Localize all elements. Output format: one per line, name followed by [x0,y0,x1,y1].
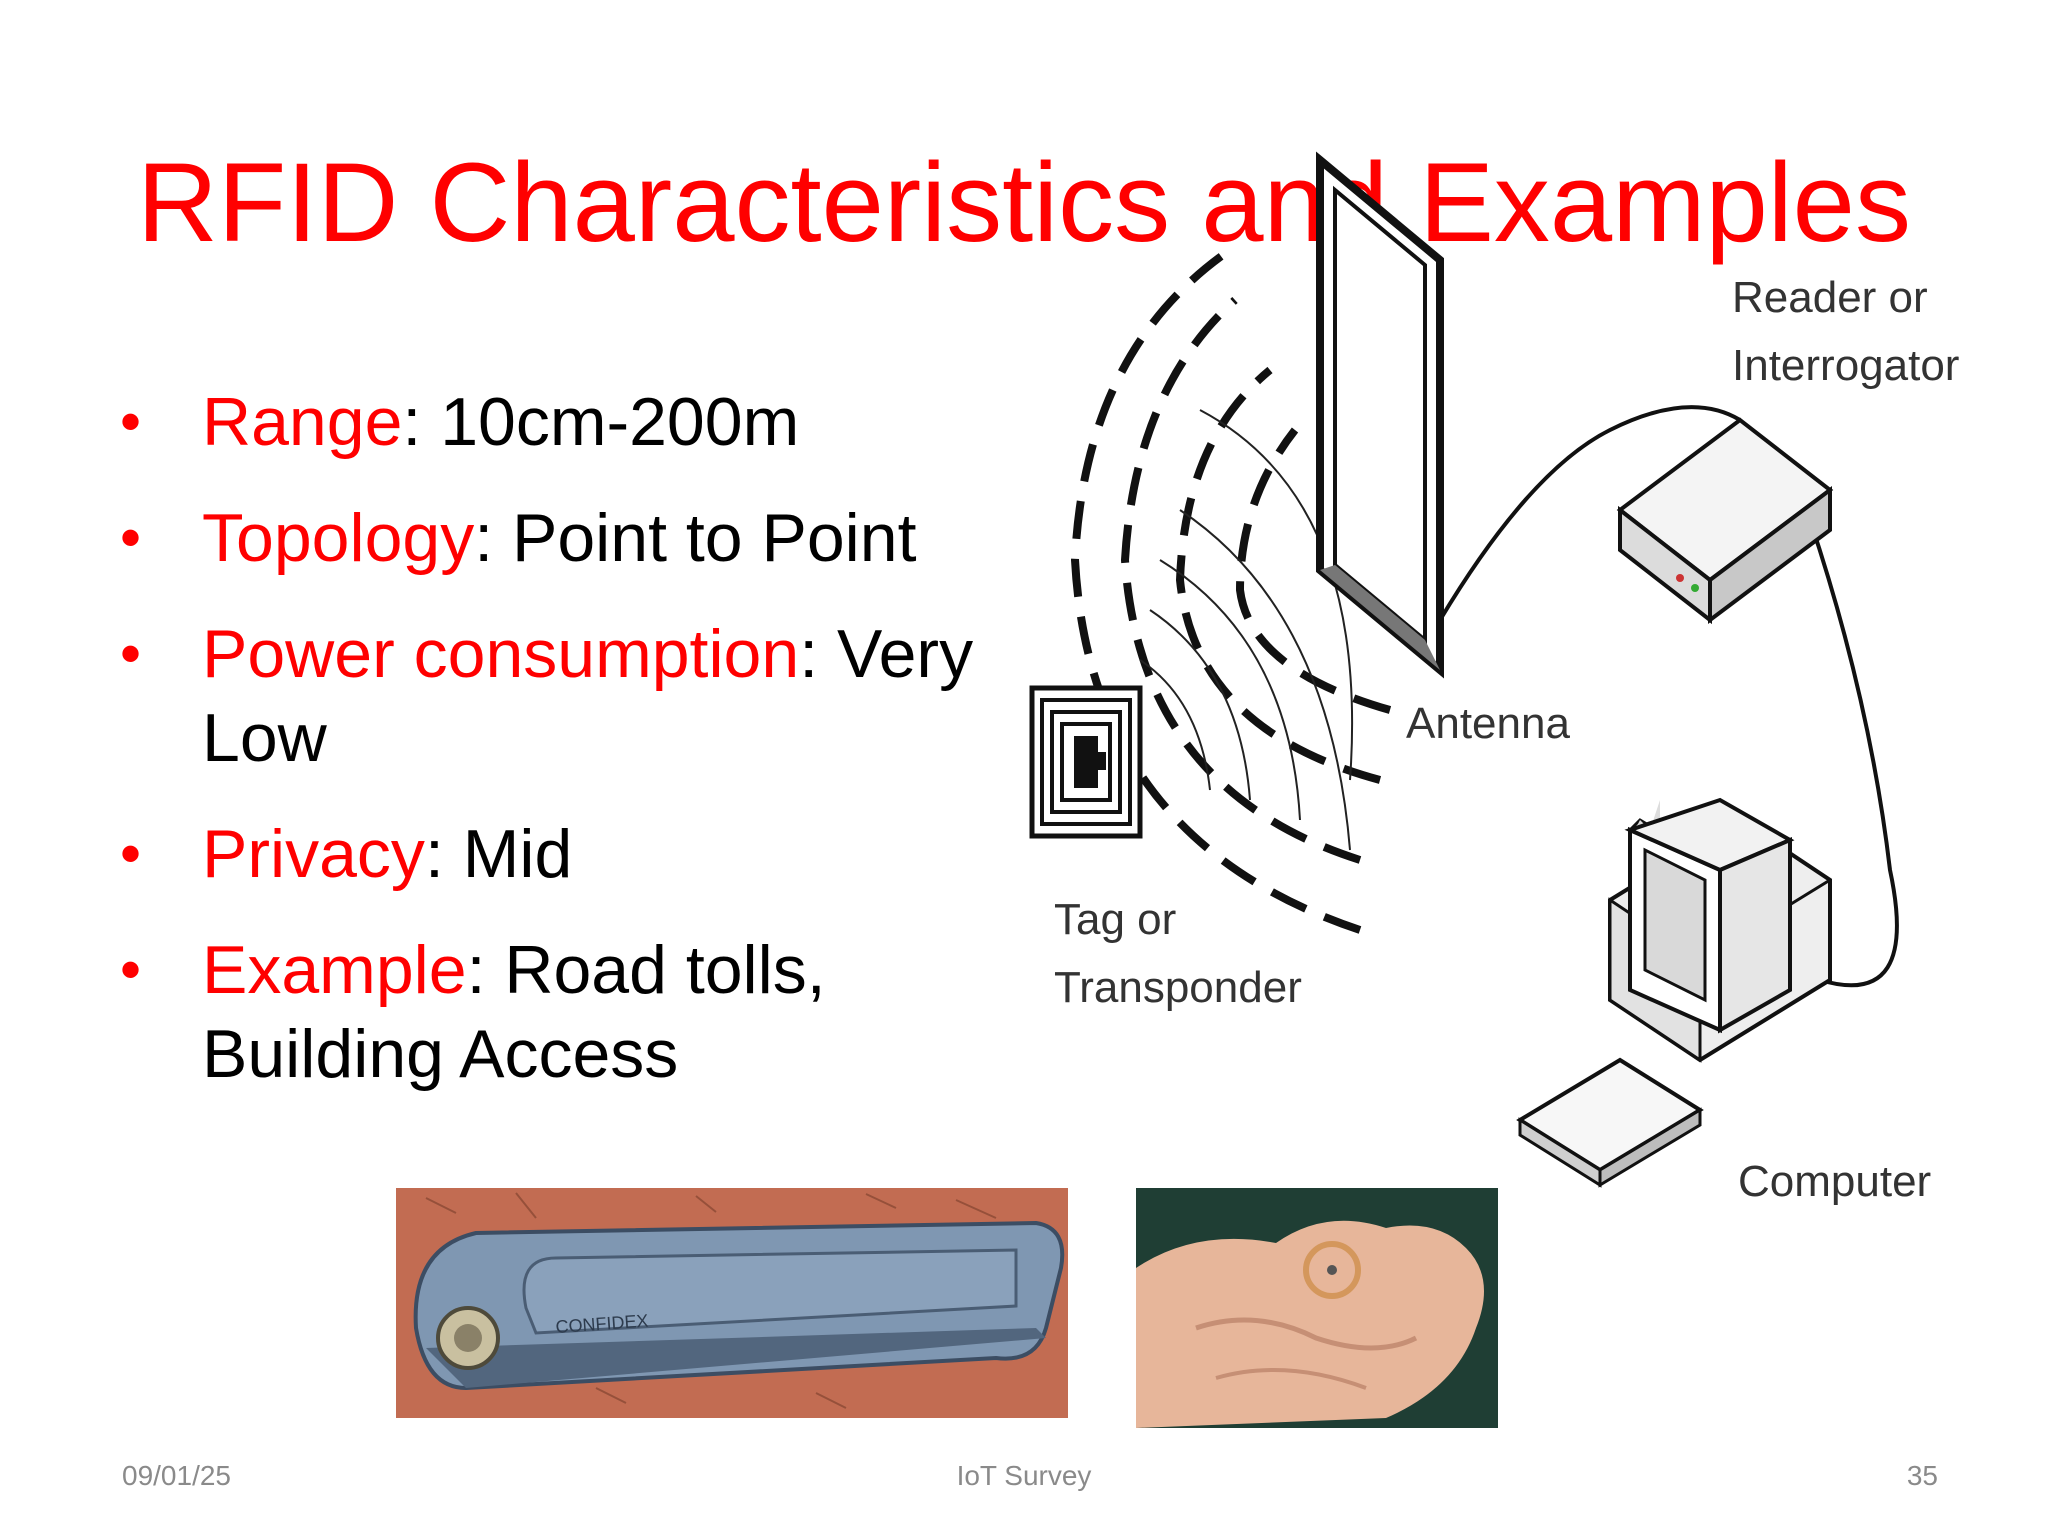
reader-label-line-2: Interrogator [1732,341,1959,390]
rfid-tag-icon [1029,685,1143,839]
bullet-example: • Example: Road tolls, Building Access [120,928,902,1096]
computer-icon [1516,797,1832,1188]
bullet-dot-icon: • [120,388,142,455]
bullet-term: Range [202,384,403,460]
bullet-term: Privacy [202,816,425,892]
bullet-separator: : [424,816,444,892]
bullet-dot-icon: • [120,820,142,887]
footer-date: 09/01/25 [122,1460,231,1491]
bullet-value: Very Low [202,616,974,776]
rfid-system-diagram: Reader or Interrogator Antenna Tag or Tr… [1029,151,1959,1206]
bullet-value: 10cm-200m [421,384,800,460]
slide-number: 35 [1906,1460,1938,1491]
bullet-separator: : [466,932,486,1008]
antenna-icon [1316,151,1444,679]
bullet-separator: : [799,616,819,692]
radio-waves-icon [1070,246,1392,934]
bullet-dot-icon: • [120,504,142,571]
computer-label: Computer [1738,1157,1931,1206]
toll-tag-photo: CONFIDEX [396,1188,1068,1418]
bullet-separator: : [474,500,494,576]
slide-title: RFID Characteristics and Examples [137,140,1911,265]
bullet-value: Mid [443,816,573,892]
bullet-dot-icon: • [120,620,142,687]
bullet-separator: : [402,384,422,460]
footer-title: IoT Survey [956,1460,1092,1491]
bullet-term: Example [202,932,467,1008]
bullet-value: Point to Point [493,500,917,576]
bullet-term: Power consumption [202,616,800,692]
bullet-term: Topology [202,500,475,576]
tag-label-line-1: Tag or [1054,895,1176,944]
bullet-power: • Power consumption: Very Low [120,612,1002,780]
bullet-dot-icon: • [120,936,142,1003]
bullet-range: • Range: 10cm-200m [120,380,1020,464]
reader-label-line-1: Reader or [1732,273,1928,322]
bullet-topology: • Topology: Point to Point [120,496,1020,580]
bullet-list: • Range: 10cm-200m • Topology: Point to … [120,380,1020,1128]
bullet-privacy: • Privacy: Mid [120,812,1020,896]
reader-device-icon [1616,417,1834,625]
bullet-value: Road tolls, Building Access [202,932,826,1092]
tag-label-line-2: Transponder [1054,963,1302,1012]
implant-tag-photo [1136,1188,1498,1428]
antenna-label: Antenna [1406,699,1570,748]
